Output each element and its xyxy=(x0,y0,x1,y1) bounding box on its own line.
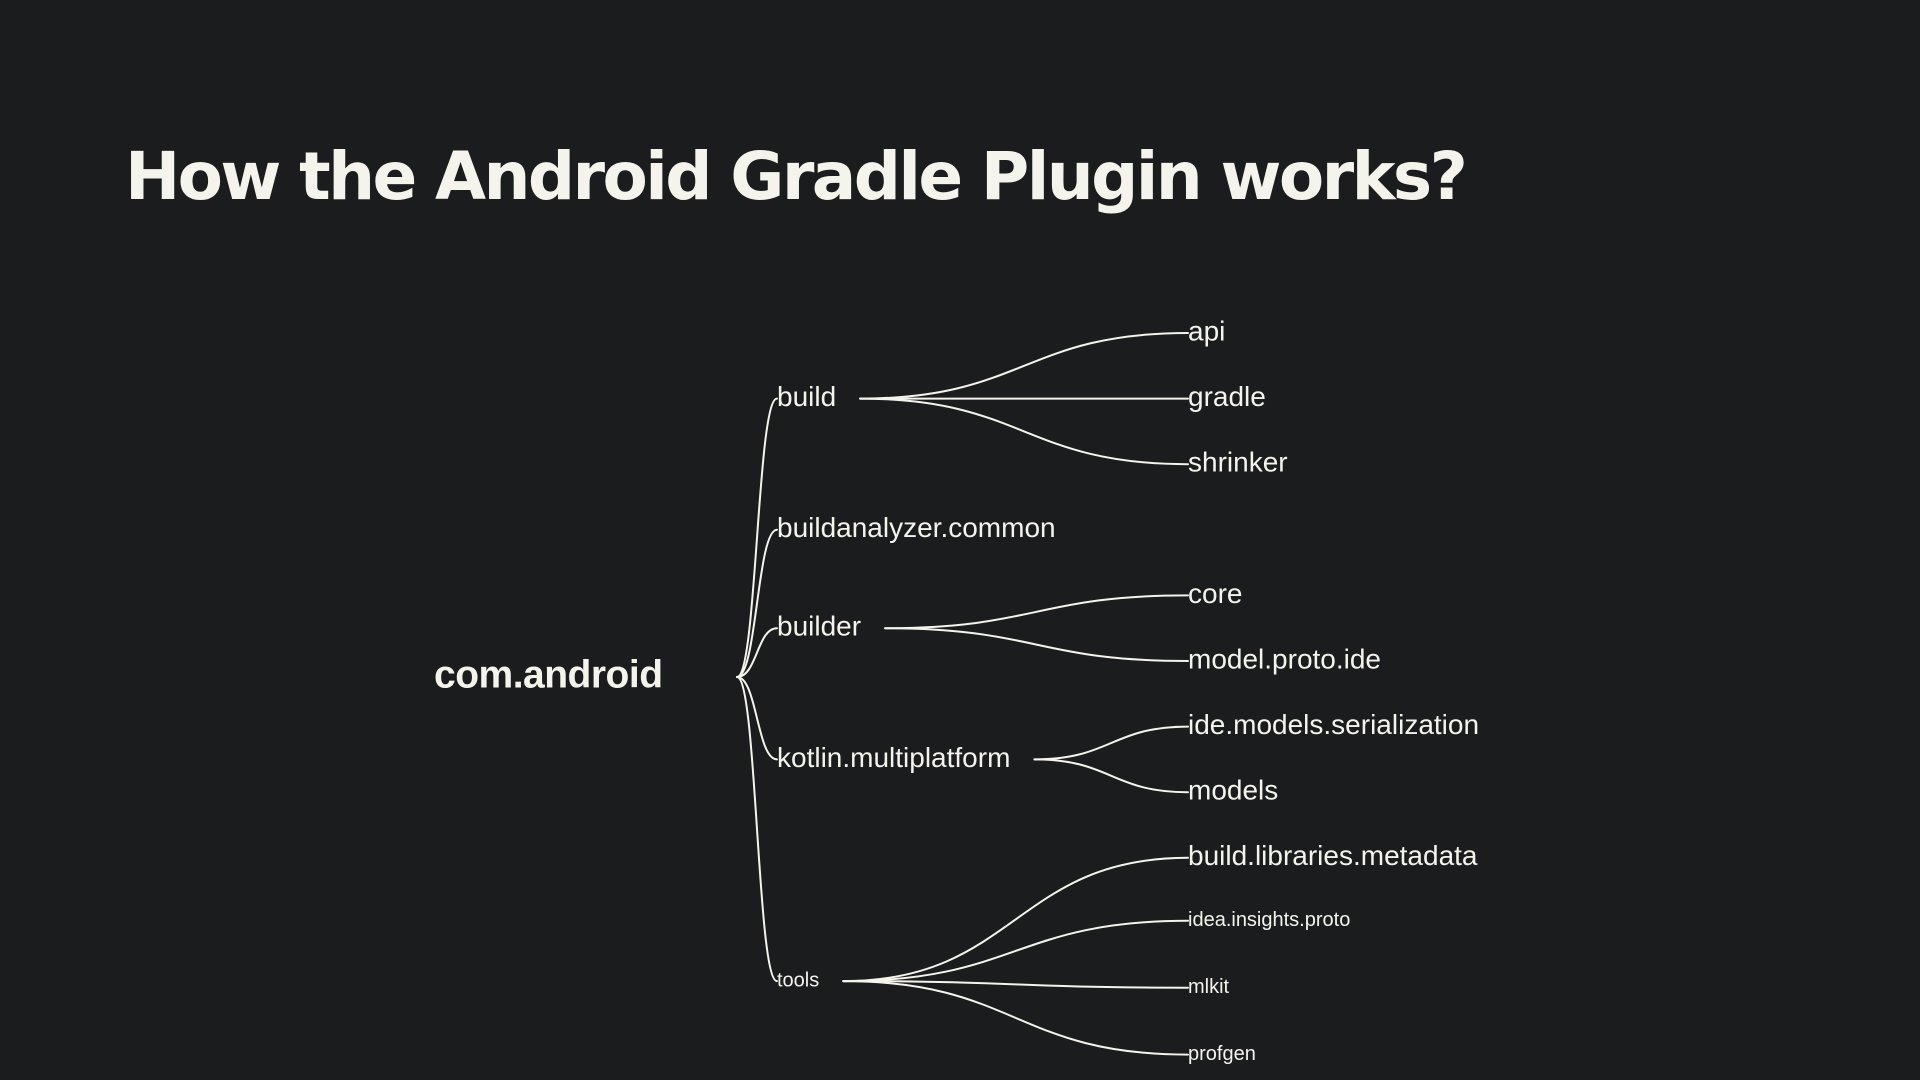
edge-tools-to-profgen xyxy=(842,980,1189,1056)
edge-tools-to-mlkit xyxy=(842,980,1189,989)
edge-build-to-shrinker xyxy=(859,397,1189,466)
leaf-gradle: gradle xyxy=(1188,381,1266,412)
tree-labels: com.android build api gradle shrinker buildan… xyxy=(434,315,1479,1064)
tree-edges xyxy=(736,332,1189,1056)
node-buildanalyzer-common: buildanalyzer.common xyxy=(777,512,1056,543)
leaf-ide-models-serialization: ide.models.serialization xyxy=(1188,709,1479,740)
leaf-profgen: profgen xyxy=(1188,1043,1256,1065)
edge-kotlin-multiplatform-to-models xyxy=(1033,758,1189,794)
slide-title: How the Android Gradle Plugin works? xyxy=(125,138,1468,215)
edge-kotlin-multiplatform-to-ide-models-serialization xyxy=(1033,725,1189,761)
edge-root-to-buildanalyzer-common xyxy=(736,528,778,678)
edge-root-to-builder xyxy=(736,627,778,678)
edge-tools-to-idea-insights-proto xyxy=(842,919,1189,983)
node-kotlin-multiplatform: kotlin.multiplatform xyxy=(777,742,1010,773)
leaf-idea-insights-proto: idea.insights.proto xyxy=(1188,909,1350,931)
leaf-model-proto-ide: model.proto.ide xyxy=(1188,643,1381,674)
edge-tools-to-build-libraries-metadata xyxy=(842,856,1189,983)
leaf-shrinker: shrinker xyxy=(1188,447,1288,478)
edge-root-to-kotlin-multiplatform xyxy=(736,676,778,761)
edge-root-to-tools xyxy=(736,676,778,983)
edge-root-to-build xyxy=(736,397,778,678)
edge-builder-to-core xyxy=(884,594,1189,630)
node-build: build xyxy=(777,381,836,412)
edge-builder-to-model-proto-ide xyxy=(884,627,1189,662)
leaf-api: api xyxy=(1188,315,1225,346)
edge-build-to-api xyxy=(859,332,1189,400)
root-node-label: com.android xyxy=(434,653,663,696)
leaf-core: core xyxy=(1188,578,1242,609)
leaf-mlkit: mlkit xyxy=(1188,976,1230,998)
leaf-models: models xyxy=(1188,775,1278,806)
node-builder: builder xyxy=(777,611,861,642)
node-tools: tools xyxy=(777,969,819,991)
leaf-build-libraries-metadata: build.libraries.metadata xyxy=(1188,840,1478,871)
